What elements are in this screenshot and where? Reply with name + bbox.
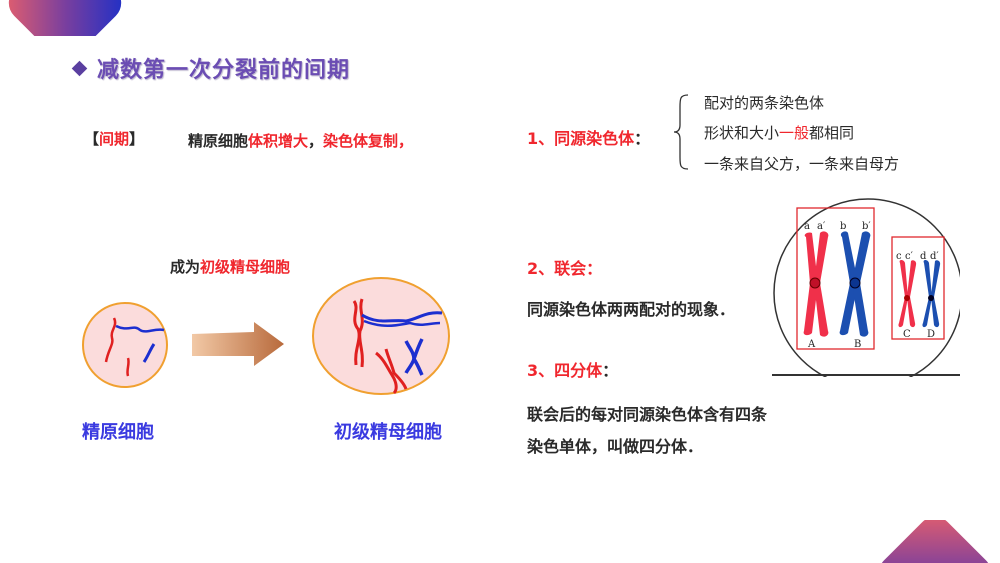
becomes-target: 初级精母细胞 [200, 258, 291, 276]
gradient-shape [871, 520, 999, 563]
svg-text:c′: c′ [905, 251, 914, 262]
point-highlight: 一般 [779, 124, 810, 142]
item-colon: ： [602, 361, 619, 380]
desc-subject: 精原细胞 [188, 132, 249, 150]
tetrad-heading: 3、四分体： [527, 357, 618, 381]
chromosome-strands-icon [104, 317, 165, 377]
diamond-bullet-icon [71, 60, 88, 76]
chromosome-strands-icon [352, 298, 443, 395]
item-number: 3、 [527, 361, 555, 380]
homologous-point-1: 配对的两条染色体 [704, 94, 825, 112]
synapsis-definition: 同源染色体两两配对的现象． [527, 300, 736, 319]
svg-text:b: b [840, 221, 846, 232]
tetrad-definition-line2: 染色单体，叫做四分体． [527, 437, 704, 456]
spermatogonium-cell [82, 302, 168, 388]
synapsis-heading: 2、联会： [527, 255, 602, 279]
svg-text:c: c [896, 251, 902, 262]
bracket-open: 【 [84, 130, 100, 148]
desc-comma: ， [308, 132, 324, 150]
interphase-tag: 【间期】 [84, 128, 144, 149]
bracket-close: 】 [129, 130, 145, 148]
svg-text:a′: a′ [817, 221, 826, 232]
svg-text:d: d [920, 251, 927, 262]
item-term: 四分体 [554, 361, 603, 380]
svg-text:d′: d′ [930, 251, 939, 262]
item-term: 联会 [554, 259, 587, 278]
svg-text:D: D [927, 329, 935, 340]
item-number: 1、 [527, 129, 555, 148]
primary-spermatocyte-cell [312, 277, 450, 395]
homologous-point-3: 一条来自父方，一条来自母方 [704, 155, 900, 173]
tetrad-diagram: a a′ b b′ c c′ d d′ A B C D [772, 197, 960, 377]
item-term: 同源染色体 [554, 129, 635, 148]
homologous-point-2: 形状和大小一般都相同 [704, 122, 854, 143]
interphase-label: 间期 [99, 130, 130, 148]
title-text: 减数第一次分裂前的间期 [97, 58, 351, 83]
svg-text:B: B [854, 339, 861, 350]
chromatid-label: a [804, 221, 810, 232]
curly-brace-icon [673, 94, 689, 170]
arrow-right-icon [192, 322, 284, 366]
point-post: 都相同 [809, 124, 855, 142]
desc-volume: 体积增大 [248, 132, 309, 150]
svg-text:b′: b′ [862, 221, 871, 232]
gradient-shape [1, 0, 129, 36]
item-colon: ： [634, 129, 651, 148]
slide-title: 减数第一次分裂前的间期 [71, 52, 351, 84]
corner-decoration-top [0, 0, 140, 36]
svg-text:A: A [807, 339, 816, 350]
svg-text:C: C [903, 329, 911, 340]
desc-replication: 染色体复制， [323, 132, 414, 150]
chromosome-pairs-icon: a a′ b b′ c c′ d d′ A B C D [772, 198, 960, 377]
interphase-description: 精原细胞体积增大，染色体复制， [188, 130, 413, 151]
spermatogonium-label: 精原细胞 [82, 422, 154, 443]
point-pre: 形状和大小 [704, 124, 780, 142]
primary-spermatocyte-label: 初级精母细胞 [334, 422, 442, 443]
homologous-chromosome-heading: 1、同源染色体： [527, 125, 650, 149]
becomes-caption: 成为初级精母细胞 [170, 256, 290, 277]
corner-decoration-bottom [860, 520, 1000, 563]
item-colon: ： [586, 259, 603, 278]
tetrad-definition-line1: 联会后的每对同源染色体含有四条 [527, 405, 768, 424]
becomes-prefix: 成为 [170, 258, 201, 276]
item-number: 2、 [527, 259, 555, 278]
